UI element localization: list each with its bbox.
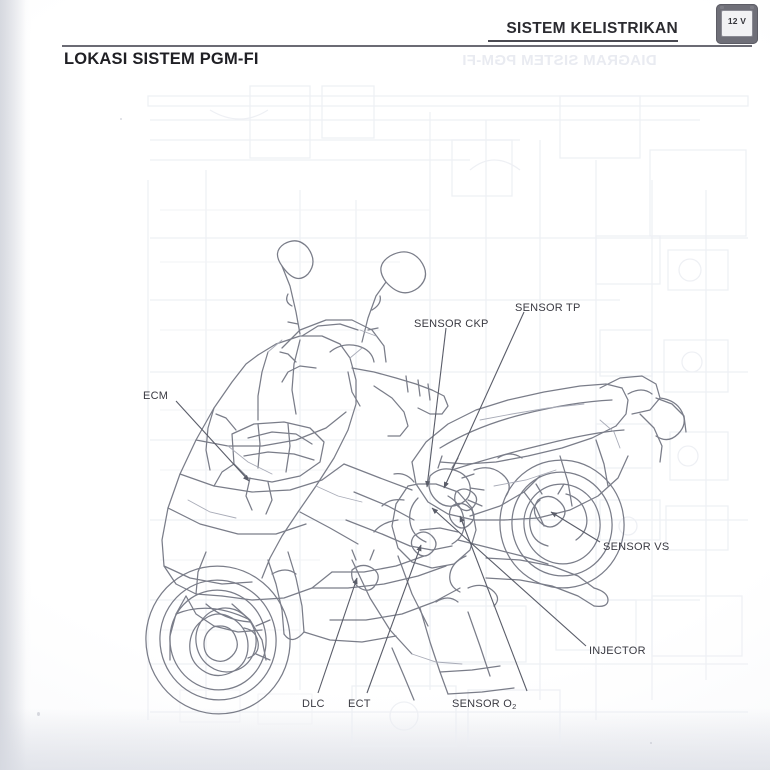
- callout-label-ect: ECT: [348, 698, 371, 710]
- callout-label-sensor-o2-text: SENSOR O: [452, 698, 513, 710]
- callout-label-injector: INJECTOR: [589, 645, 646, 657]
- battery-terminal-negative: [720, 6, 724, 9]
- leader-ecm: [175, 400, 250, 482]
- leader-sensor-vs: [550, 511, 601, 543]
- leader-sensor-tp: [443, 311, 525, 489]
- callout-label-sensor-vs: SENSOR VS: [603, 541, 670, 553]
- battery-12v-icon: 12 V: [716, 4, 758, 44]
- callout-label-sensor-tp: SENSOR TP: [515, 302, 581, 314]
- leader-sensor-ckp: [425, 327, 447, 488]
- callout-label-sensor-ckp: SENSOR CKP: [414, 318, 489, 330]
- battery-cell-body: [721, 10, 753, 37]
- title-rule: [62, 45, 752, 47]
- callout-label-sensor-o2-subscript: 2: [512, 702, 517, 711]
- callout-label-dlc: DLC: [302, 698, 325, 710]
- battery-terminal-positive: [750, 6, 754, 9]
- leader-ect: [366, 544, 422, 694]
- section-header-underline: [488, 40, 678, 42]
- callout-leader-lines: [175, 311, 601, 694]
- page-title: LOKASI SISTEM PGM-FI: [64, 50, 259, 68]
- callout-label-ecm: ECM: [143, 390, 169, 402]
- scan-speck: [120, 118, 122, 120]
- leader-dlc: [317, 577, 358, 694]
- battery-voltage-label: 12 V: [727, 16, 747, 26]
- callout-label-sensor-o2: SENSOR O2: [452, 698, 517, 711]
- section-header-title: SISTEM KELISTRIKAN: [506, 20, 678, 37]
- scan-speck: [37, 712, 40, 716]
- scan-speck: [650, 742, 652, 744]
- leader-injector: [431, 507, 587, 647]
- leader-sensor-o2: [459, 515, 528, 692]
